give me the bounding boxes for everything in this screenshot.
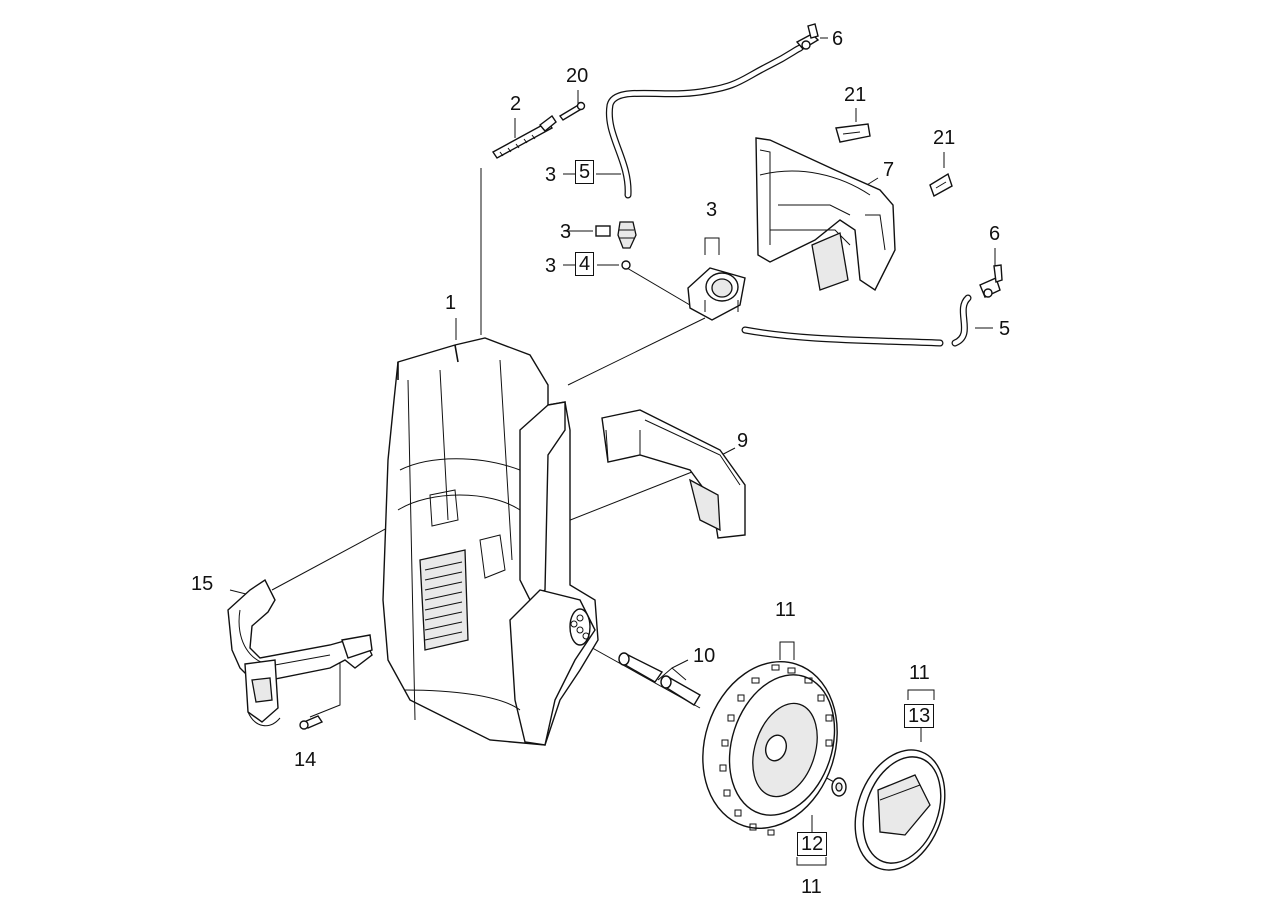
cover-part bbox=[755, 137, 896, 292]
callout-4-box: 4 bbox=[575, 252, 595, 276]
upper-hose bbox=[605, 23, 820, 199]
bracket-part bbox=[227, 578, 373, 730]
washer-part bbox=[831, 777, 847, 797]
callout-11-wheel: 11 bbox=[775, 599, 796, 621]
callout-5-hose-box: 5 bbox=[575, 160, 595, 184]
wheel-part bbox=[702, 661, 838, 836]
hubcap-part bbox=[854, 749, 946, 871]
callout-10: 10 bbox=[693, 645, 716, 667]
callout-21-a: 21 bbox=[844, 84, 867, 106]
callout-7: 7 bbox=[883, 159, 895, 181]
callout-1: 1 bbox=[445, 292, 457, 314]
callout-5-lower: 5 bbox=[999, 318, 1011, 340]
callout-9: 9 bbox=[737, 430, 749, 452]
lower-hose bbox=[741, 264, 1003, 347]
callout-20: 20 bbox=[566, 65, 589, 87]
rod-part bbox=[491, 101, 586, 159]
callout-12-box: 12 bbox=[797, 832, 828, 856]
callout-3-connector: 3 bbox=[560, 221, 572, 243]
housing-part bbox=[382, 337, 599, 746]
callout-13-box: 13 bbox=[904, 704, 935, 728]
callout-6-top: 6 bbox=[832, 28, 844, 50]
hose-connector bbox=[595, 221, 637, 270]
callout-6-lower: 6 bbox=[989, 223, 1001, 245]
lower-cover-part bbox=[601, 409, 746, 539]
callout-3-oring: 3 bbox=[545, 255, 557, 277]
callout-15: 15 bbox=[191, 573, 214, 595]
callout-2: 2 bbox=[510, 93, 522, 115]
clip-part-a bbox=[835, 123, 871, 143]
clip-part-b bbox=[929, 172, 953, 198]
callout-21-b: 21 bbox=[933, 127, 956, 149]
valve-part bbox=[687, 267, 746, 321]
callout-3-hose: 3 bbox=[545, 164, 557, 186]
callout-11-hubcap: 11 bbox=[909, 662, 930, 684]
callout-11-washer: 11 bbox=[801, 876, 822, 898]
callout-14: 14 bbox=[294, 749, 317, 771]
axle-pins bbox=[618, 652, 701, 706]
callout-3-center: 3 bbox=[706, 199, 718, 221]
